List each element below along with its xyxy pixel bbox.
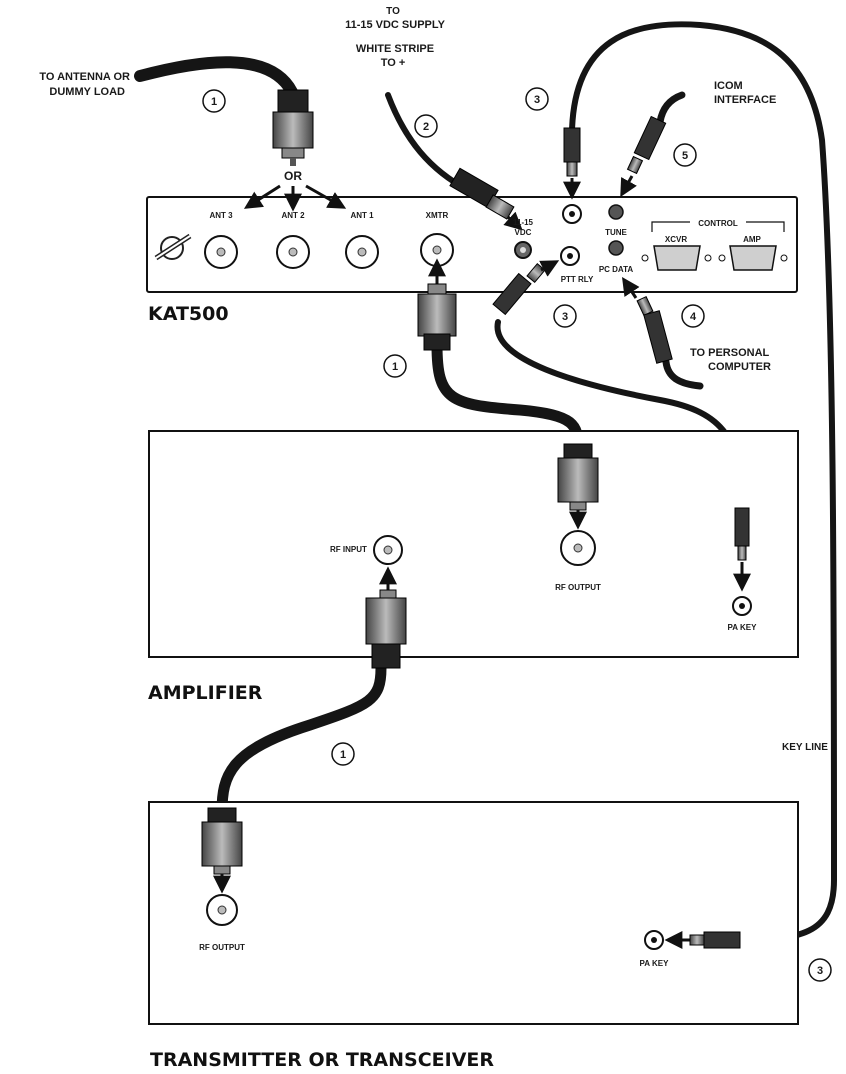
amp-rf-input-pin	[383, 545, 393, 555]
icom-label-2: INTERFACE	[714, 94, 776, 106]
amp-pa-key-plug	[733, 507, 751, 592]
tx-pa-key-plug	[664, 931, 741, 949]
antenna-label-2: DUMMY LOAD	[49, 86, 125, 98]
vdc-label-2: VDC	[515, 228, 532, 237]
ant1-pin	[357, 247, 367, 257]
antenna-label: TO ANTENNA OR	[39, 71, 130, 83]
amp-rf-output-pin	[573, 543, 583, 553]
callout-number: 5	[682, 150, 688, 162]
tx-amp-rf-cable	[216, 662, 387, 818]
xcvr-label: XCVR	[665, 235, 687, 244]
pc-data-label: PC DATA	[599, 265, 634, 274]
callout-circle	[414, 114, 438, 138]
xcvr-port[interactable]	[653, 245, 701, 271]
ant3-label: ANT 3	[209, 211, 233, 220]
supply-label-to: TO	[386, 6, 400, 17]
xcvr-screw-left	[641, 254, 649, 262]
ant2-label: ANT 2	[281, 211, 305, 220]
callout-number: 3	[534, 94, 540, 106]
ptt-plug	[492, 260, 560, 316]
dc-plug	[449, 167, 523, 231]
amp-pa-key-pin	[739, 603, 745, 609]
tx-pa-key-pin	[651, 937, 657, 943]
ptt-rly-pin	[567, 253, 573, 259]
pc-cable	[662, 358, 704, 390]
callout-number: 3	[562, 311, 568, 323]
antenna-cable	[134, 56, 298, 98]
panel-handle	[154, 233, 192, 261]
icom-label: ICOM	[714, 80, 743, 92]
callout-number: 1	[340, 749, 346, 761]
ant1-label: ANT 1	[350, 211, 374, 220]
tune-cable	[569, 21, 838, 943]
dc-jack-pin	[520, 247, 526, 253]
tx-pa-key-label: PA KEY	[640, 959, 670, 968]
transmitter-panel	[148, 801, 799, 1025]
pc-label: TO PERSONAL	[690, 347, 770, 359]
amp-rf-cable	[431, 339, 584, 454]
amplifier-title: AMPLIFIER	[148, 682, 263, 704]
tune-output-pin	[569, 211, 575, 217]
tx-rf-output-plug	[201, 807, 243, 894]
callout-number: 1	[211, 96, 217, 108]
control-group: CONTROL XCVR AMP	[641, 216, 788, 271]
icom-cable	[656, 91, 686, 126]
xcvr-screw-right	[704, 254, 712, 262]
supply-label: 11-15 VDC SUPPLY	[345, 19, 446, 31]
tx-rf-output-label: RF OUTPUT	[199, 943, 245, 952]
callout-number: 3	[817, 965, 823, 977]
amp-screw-left	[718, 254, 726, 262]
callout-number: 2	[423, 121, 429, 133]
ant2-pin	[288, 247, 298, 257]
key-line-label: KEY LINE	[782, 742, 828, 753]
stripe-label: WHITE STRIPE	[356, 43, 434, 55]
callout-circle	[673, 143, 697, 167]
callout-circle	[202, 89, 226, 113]
or-label: OR	[284, 169, 302, 183]
stripe-label-2: TO +	[381, 57, 406, 69]
control-label: CONTROL	[698, 219, 738, 228]
pc-plug	[622, 277, 673, 364]
callout-circle	[681, 304, 705, 328]
callout-circle	[553, 304, 577, 328]
xmtr-pin	[432, 245, 442, 255]
amplifier-panel	[148, 430, 799, 658]
callout-circle	[808, 958, 832, 982]
pc-data-jack[interactable]	[608, 240, 624, 256]
pc-label-2: COMPUTER	[708, 361, 771, 373]
kat500-title: KAT500	[148, 303, 229, 325]
amp-rf-output-label: RF OUTPUT	[555, 583, 601, 592]
amp-port[interactable]	[729, 245, 777, 271]
xmtr-label: XMTR	[426, 211, 449, 220]
xmtr-plug	[417, 283, 457, 351]
amp-pa-key-label: PA KEY	[728, 623, 758, 632]
callouts: 1 2 3 5 3 4 1 1 3	[202, 87, 832, 982]
cables	[134, 21, 838, 943]
callout-number: 4	[690, 311, 697, 323]
tune-label: TUNE	[605, 228, 627, 237]
callout-circle	[383, 354, 407, 378]
ant3-pin	[216, 247, 226, 257]
callout-number: 1	[392, 361, 398, 373]
transmitter-title: TRANSMITTER OR TRANSCEIVER	[150, 1049, 494, 1071]
tune-jack[interactable]	[608, 204, 624, 220]
kat500-panel	[146, 196, 798, 293]
amp-rf-output-plug	[557, 443, 599, 530]
tune-plug	[563, 127, 581, 200]
callout-circle	[525, 87, 549, 111]
amp-label: AMP	[743, 235, 761, 244]
antenna-plug	[272, 89, 314, 166]
callout-circle	[331, 742, 355, 766]
vdc-label: 11-15	[513, 218, 534, 227]
tx-rf-output-pin	[217, 905, 227, 915]
amp-rf-input-plug	[365, 589, 407, 669]
ptt-rly-label: PTT RLY	[561, 275, 594, 284]
amp-screw-right	[780, 254, 788, 262]
or-arrows	[243, 184, 347, 212]
icom-plug	[620, 115, 667, 198]
rf-input-label: RF INPUT	[330, 545, 367, 554]
